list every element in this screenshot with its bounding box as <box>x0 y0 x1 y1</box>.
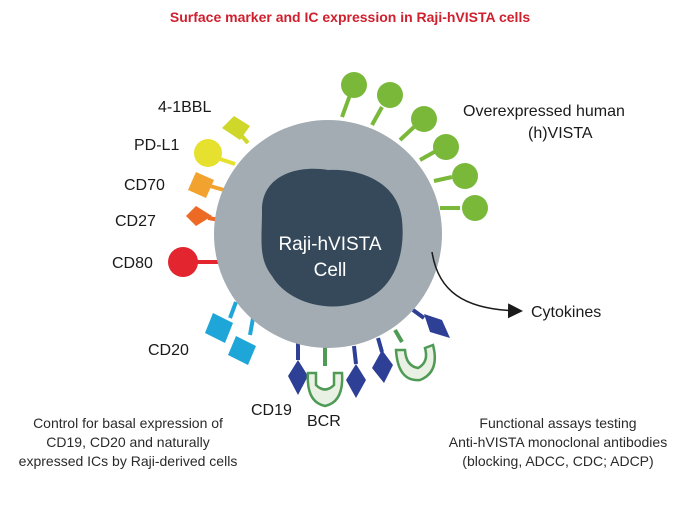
vista-receptor <box>433 163 478 189</box>
vista-receptor <box>398 106 437 142</box>
cytokine-arrow <box>431 251 523 319</box>
diagram-title: Surface marker and IC expression in Raji… <box>170 9 530 25</box>
cd19-marker <box>411 308 450 338</box>
vista-receptor <box>419 134 459 162</box>
cd70-marker <box>188 172 225 198</box>
cytokines-label: Cytokines <box>531 304 601 321</box>
vista-label-line1: Overexpressed human <box>463 103 625 120</box>
cd19-label: CD19 <box>251 402 292 419</box>
cd19-marker <box>372 337 393 383</box>
vista-receptor <box>370 82 403 126</box>
bcr-label: BCR <box>307 413 341 430</box>
vista-label-line2: (h)VISTA <box>528 125 593 142</box>
bbl-label: 4-1BBL <box>158 99 211 116</box>
pdl1-label: PD-L1 <box>134 137 179 154</box>
cell-label-line2: Cell <box>314 260 347 281</box>
left-note-line: CD19, CD20 and naturally <box>46 434 209 450</box>
cd20-label: CD20 <box>148 342 189 359</box>
cd80-label: CD80 <box>112 255 153 272</box>
vista-receptors <box>340 72 488 221</box>
cd80-marker <box>168 247 220 277</box>
cd27-label: CD27 <box>115 213 156 230</box>
vista-receptor <box>440 195 488 221</box>
bcr-markers <box>306 328 437 408</box>
cd70-label: CD70 <box>124 177 165 194</box>
left-note: Control for basal expression of CD19, CD… <box>19 415 238 469</box>
cd20-marker <box>228 317 256 365</box>
pdl1-marker <box>194 139 236 167</box>
right-note-line: Functional assays testing <box>479 415 636 431</box>
cd19-markers <box>288 308 450 398</box>
right-note: Functional assays testing Anti-hVISTA mo… <box>449 415 667 469</box>
left-note-line: Control for basal expression of <box>33 415 223 431</box>
bcr-marker <box>393 328 437 382</box>
bbl-marker <box>222 116 250 145</box>
cd20-marker <box>205 301 238 343</box>
bcr-marker <box>306 346 344 408</box>
left-note-line: expressed ICs by Raji-derived cells <box>19 453 238 469</box>
cell-label-line1: Raji-hVISTA <box>278 234 381 255</box>
vista-receptor <box>340 72 367 118</box>
right-note-line: Anti-hVISTA monoclonal antibodies <box>449 434 667 450</box>
cd20-markers <box>205 301 256 365</box>
cd19-marker <box>346 345 366 398</box>
cd19-marker <box>288 340 308 395</box>
right-note-line: (blocking, ADCC, CDC; ADCP) <box>462 453 653 469</box>
cell-nucleus <box>261 168 403 307</box>
